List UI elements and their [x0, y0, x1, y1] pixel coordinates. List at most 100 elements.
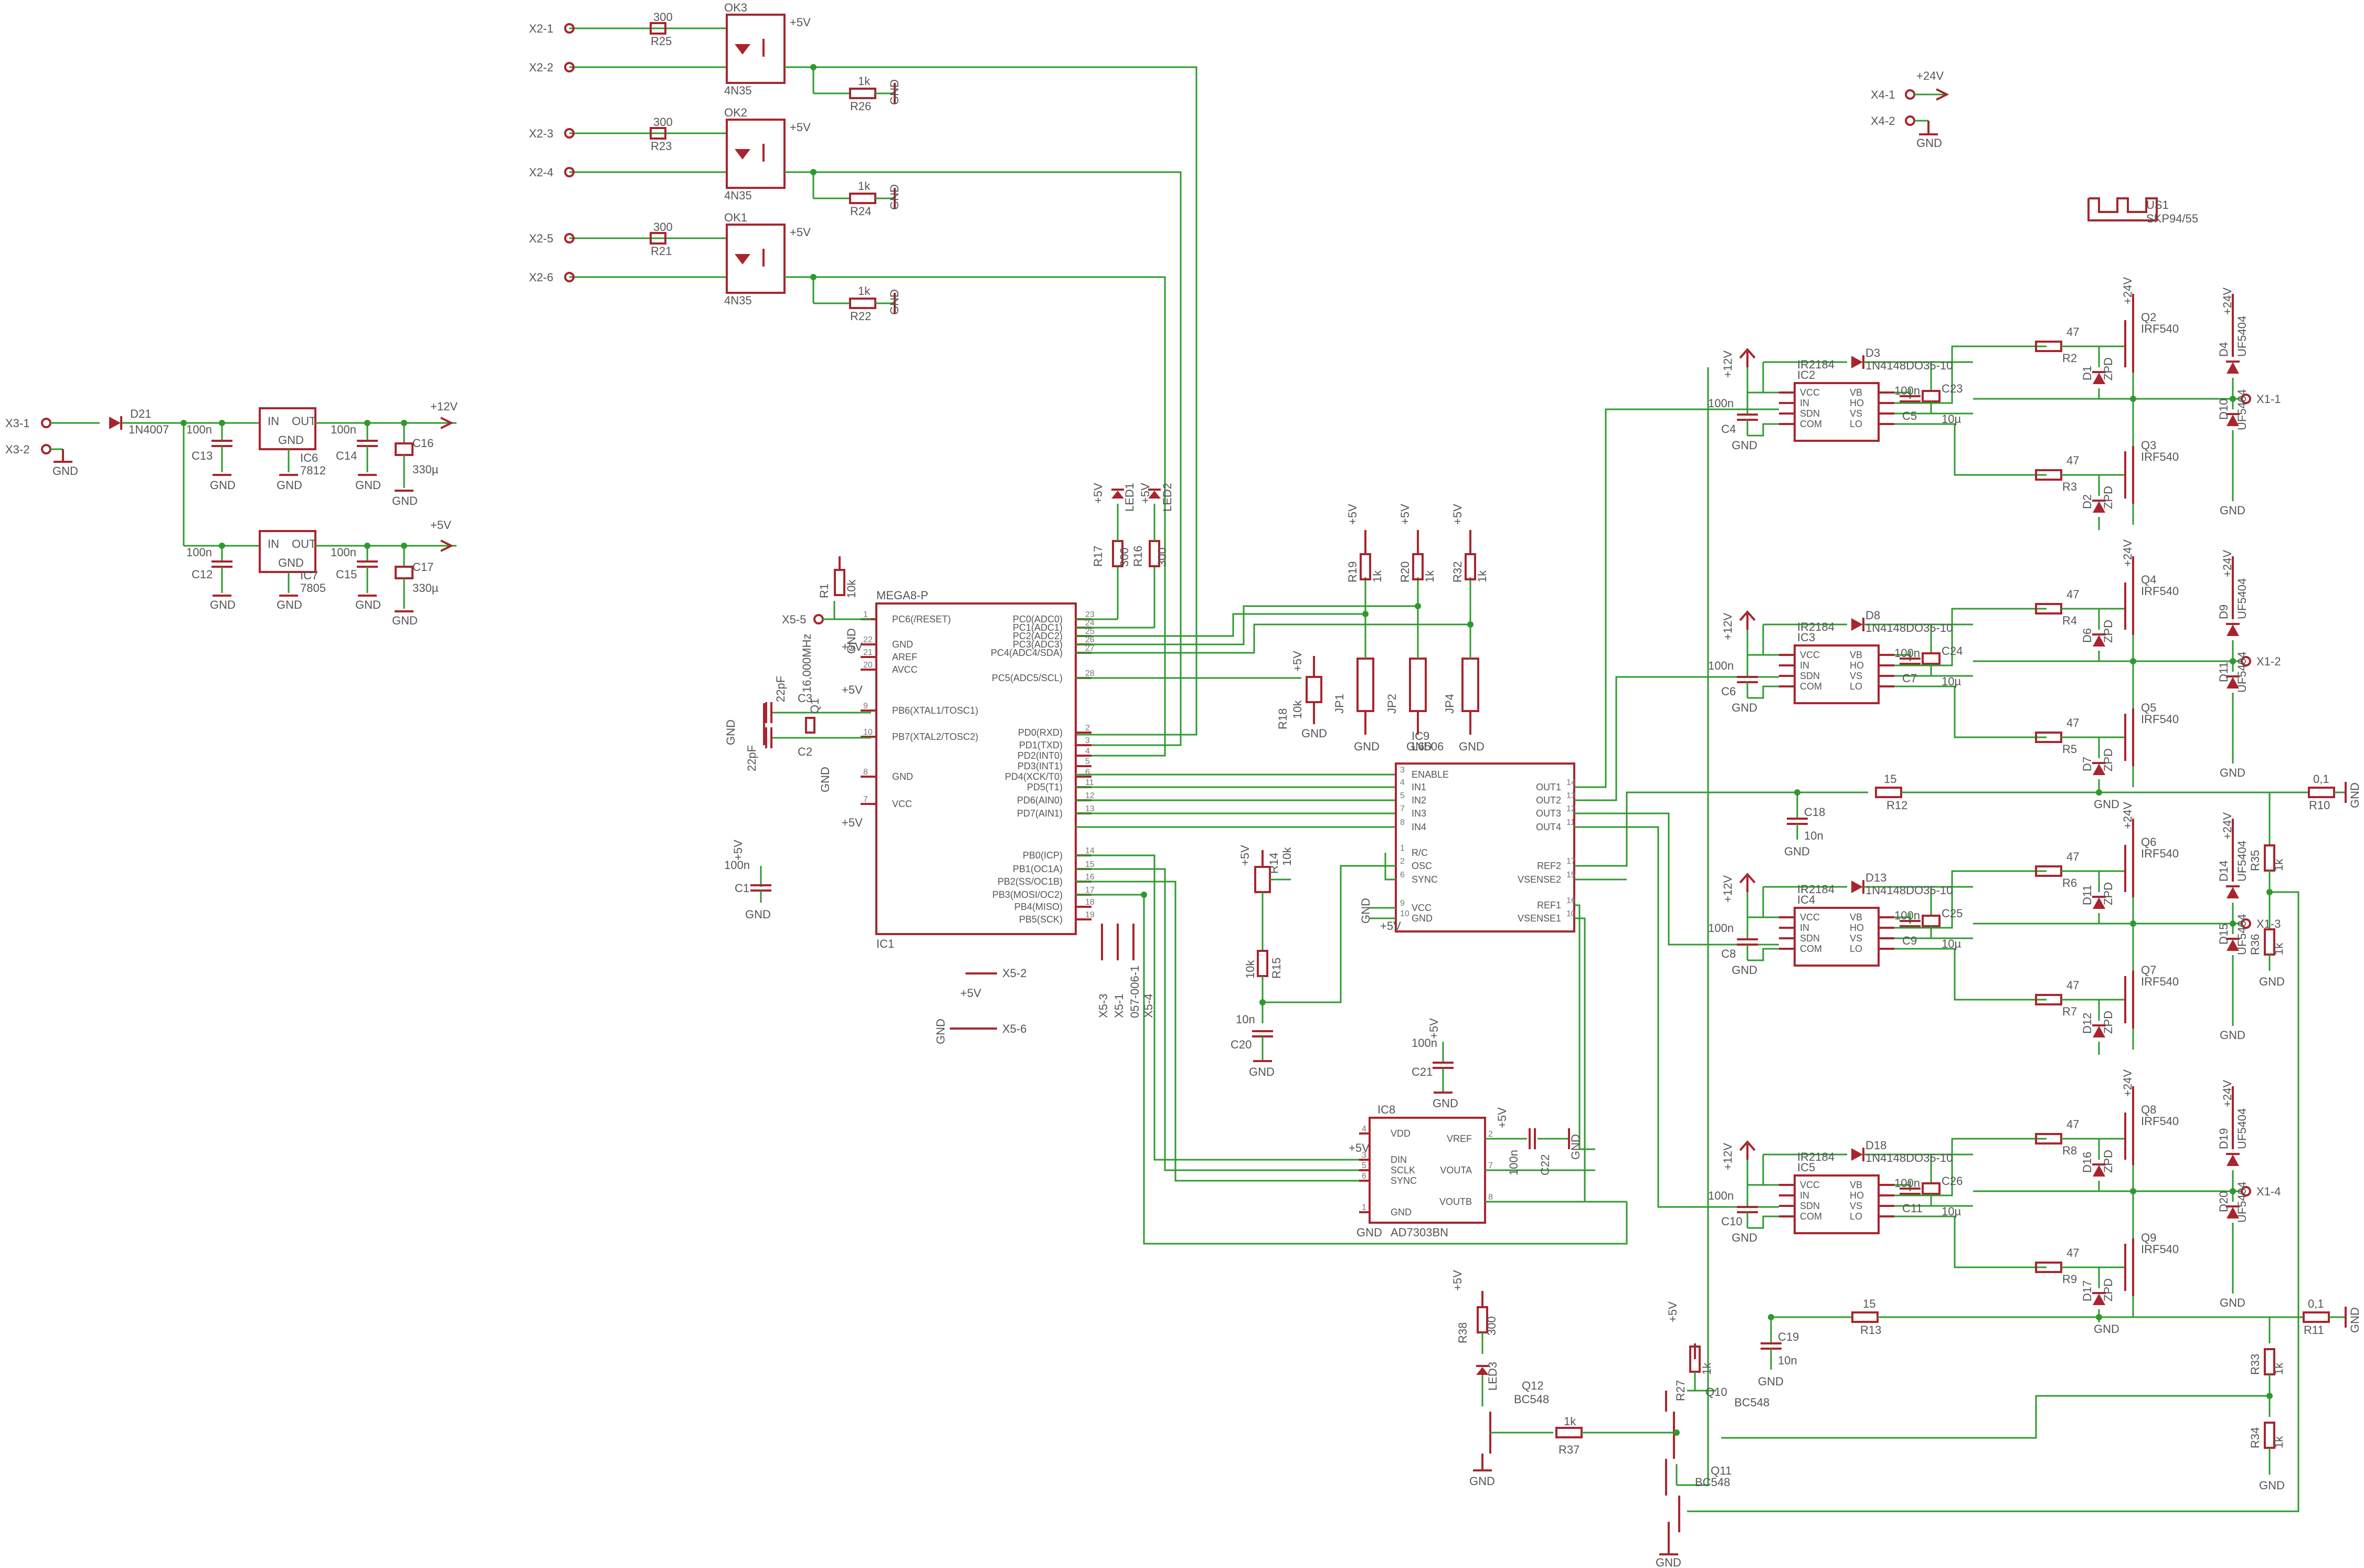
driver-rl-name: R7	[2062, 1005, 2077, 1018]
driver-gnd: GND	[1732, 701, 1757, 714]
mcu-pin-name: PC6(/RESET)	[892, 614, 951, 624]
label-gnd-c13: GND	[210, 479, 236, 492]
driver-celec-name: C25	[1942, 907, 1963, 920]
driver-ql-part: IRF540	[2141, 450, 2179, 463]
driver-pin-name: SDN	[1800, 933, 1820, 944]
driver-diode-name: D18	[1865, 1139, 1886, 1152]
driver-cboot-name: C9	[1902, 934, 1917, 947]
pwm-pin-num: 14	[1566, 778, 1576, 787]
dac-pin-num: 8	[1488, 1193, 1493, 1202]
label-r15: R15	[1270, 958, 1283, 979]
label-jp1-gnd: GND	[1354, 740, 1380, 753]
pwm-pin-num: 7	[1400, 804, 1405, 813]
label-c21-gnd: GND	[1433, 1097, 1458, 1110]
label-c2-val: 22pF	[745, 745, 758, 771]
driver-pin-name: VS	[1850, 408, 1862, 419]
label-r23-val: 300	[653, 115, 673, 129]
driver-rh-name: R6	[2062, 876, 2077, 889]
label-jp2-gnd: GND	[1406, 740, 1432, 753]
label-vcc-5v: +5V	[842, 816, 863, 829]
mcu-pin-name: PD3(INT1)	[1017, 761, 1063, 771]
driver-rh-val: 47	[2066, 588, 2079, 601]
mcu-pin-name: PC1(ADC1)	[1013, 622, 1063, 633]
driver-output-label: X1-2	[2256, 655, 2281, 668]
pwm-pin-name: IN3	[1412, 808, 1426, 819]
label-gnd-c15: GND	[355, 598, 381, 611]
label-r13-val: 15	[1863, 1297, 1875, 1310]
label-led3: LED3	[1486, 1362, 1499, 1391]
label-c16: C16	[412, 437, 433, 450]
driver-12v: +12V	[1721, 875, 1734, 903]
mcu-pin-num: 25	[1085, 627, 1095, 636]
mcu-pin-num: 4	[1085, 747, 1090, 756]
driver-dl-name: D10	[2217, 399, 2230, 420]
label-r37: R37	[1559, 1443, 1579, 1456]
label-r26-val: 1k	[858, 75, 871, 88]
driver-12v: +12V	[1721, 1143, 1734, 1170]
label-pwm-name: IC9	[1412, 729, 1429, 743]
driver-fet-24v: +24V	[2121, 539, 2134, 567]
driver-diode-name: D13	[1865, 871, 1886, 884]
label-ok1-part: 4N35	[724, 294, 752, 307]
driver-cdec-val: 100n	[1708, 659, 1734, 672]
driver-qh-part: IRF540	[2141, 322, 2179, 335]
driver-diode-24v: +24V	[2221, 288, 2234, 315]
signal-wires	[1076, 774, 1628, 1245]
label-c22: C22	[1539, 1154, 1552, 1175]
label-c3-val: 22pF	[774, 676, 787, 702]
driver-pin-name: SDN	[1800, 408, 1820, 419]
label-c19: C19	[1778, 1330, 1799, 1343]
driver-qh-part: IRF540	[2141, 1115, 2179, 1128]
pwm-section: IC9 L6506 ENABLE3IN14IN25IN37IN48R/C1OSC…	[1231, 408, 1868, 1208]
jumpers: JP1 JP2 JP4 R19 1k R20 1k R32 1k +5V +5V…	[1076, 504, 1489, 753]
mcu-pin-name: PB5(SCK)	[1019, 914, 1063, 925]
pwm-pin-name: GND	[1412, 913, 1433, 924]
label-r19-5v: +5V	[1346, 504, 1359, 525]
pwm-pin-name: IN4	[1412, 822, 1426, 832]
label-r37-val: 1k	[1564, 1415, 1576, 1428]
pwm-pin-num: 10	[1400, 909, 1409, 918]
driver-celec-val: 10µ	[1942, 1205, 1961, 1218]
driver-pin-name: HO	[1850, 923, 1864, 933]
driver-gnd: GND	[1732, 1231, 1757, 1244]
label-gnd-c17: GND	[392, 614, 418, 627]
label-crystal-gnd: GND	[724, 719, 737, 745]
mcu-pin-name: PD6(AIN0)	[1017, 795, 1063, 806]
mcu-pin-num: 20	[863, 661, 873, 670]
mcu-pin-name: AVCC	[892, 664, 918, 675]
driver-diode-val: 1N4148DO35-10	[1865, 1151, 1953, 1164]
driver-cboot-val: 100n	[1894, 909, 1920, 922]
label-r27: R27	[1674, 1380, 1687, 1401]
driver-cdec-name: C10	[1721, 1215, 1742, 1228]
pwm-pin-num: 15	[1566, 871, 1576, 880]
driver-pin-name: HO	[1850, 1190, 1864, 1201]
pwm-pin-num: 13	[1566, 791, 1576, 800]
heatsink-us1: US1 SKP94/55	[2087, 197, 2198, 225]
driver-dh-part: UF5404	[2235, 1108, 2249, 1149]
mcu-pin-name: PC4(ADC4/SDA)	[991, 648, 1063, 658]
driver-celec-name: C24	[1942, 644, 1963, 658]
driver-dh-part: UF5404	[2235, 578, 2249, 619]
driver-dh-name: D14	[2217, 861, 2230, 882]
driver-zl-val: ZPD	[2102, 1278, 2115, 1301]
label-c18-val: 10n	[1804, 829, 1824, 842]
mcu-pin-name: PB2(SS/OC1B)	[998, 876, 1063, 887]
mcu-pin-num: 24	[1085, 619, 1095, 628]
driver-output-label: X1-4	[2256, 1185, 2281, 1198]
label-q10: Q10	[1705, 1385, 1727, 1399]
label-gnd-c16: GND	[392, 494, 418, 507]
label-x2-6: X2-6	[529, 271, 553, 284]
driver-ql-name: Q5	[2141, 701, 2156, 714]
label-sense2-gnd: GND	[2094, 1322, 2119, 1336]
mcu-right-pins: PC0(ADC0)23PC1(ADC1)24PC2(ADC2)25PC3(ADC…	[991, 610, 1095, 925]
label-jp4-gnd: GND	[1459, 740, 1485, 753]
driver-zh-name: D6	[2081, 628, 2094, 643]
driver-pin-name: COM	[1800, 944, 1822, 954]
label-r18-5v: +5V	[1291, 651, 1304, 672]
driver-pin-name: COM	[1800, 419, 1822, 429]
mcu-pin-num: 11	[1085, 778, 1094, 787]
driver-ql-part: IRF540	[2141, 713, 2179, 726]
dac-pin-num: 1	[1362, 1203, 1366, 1212]
